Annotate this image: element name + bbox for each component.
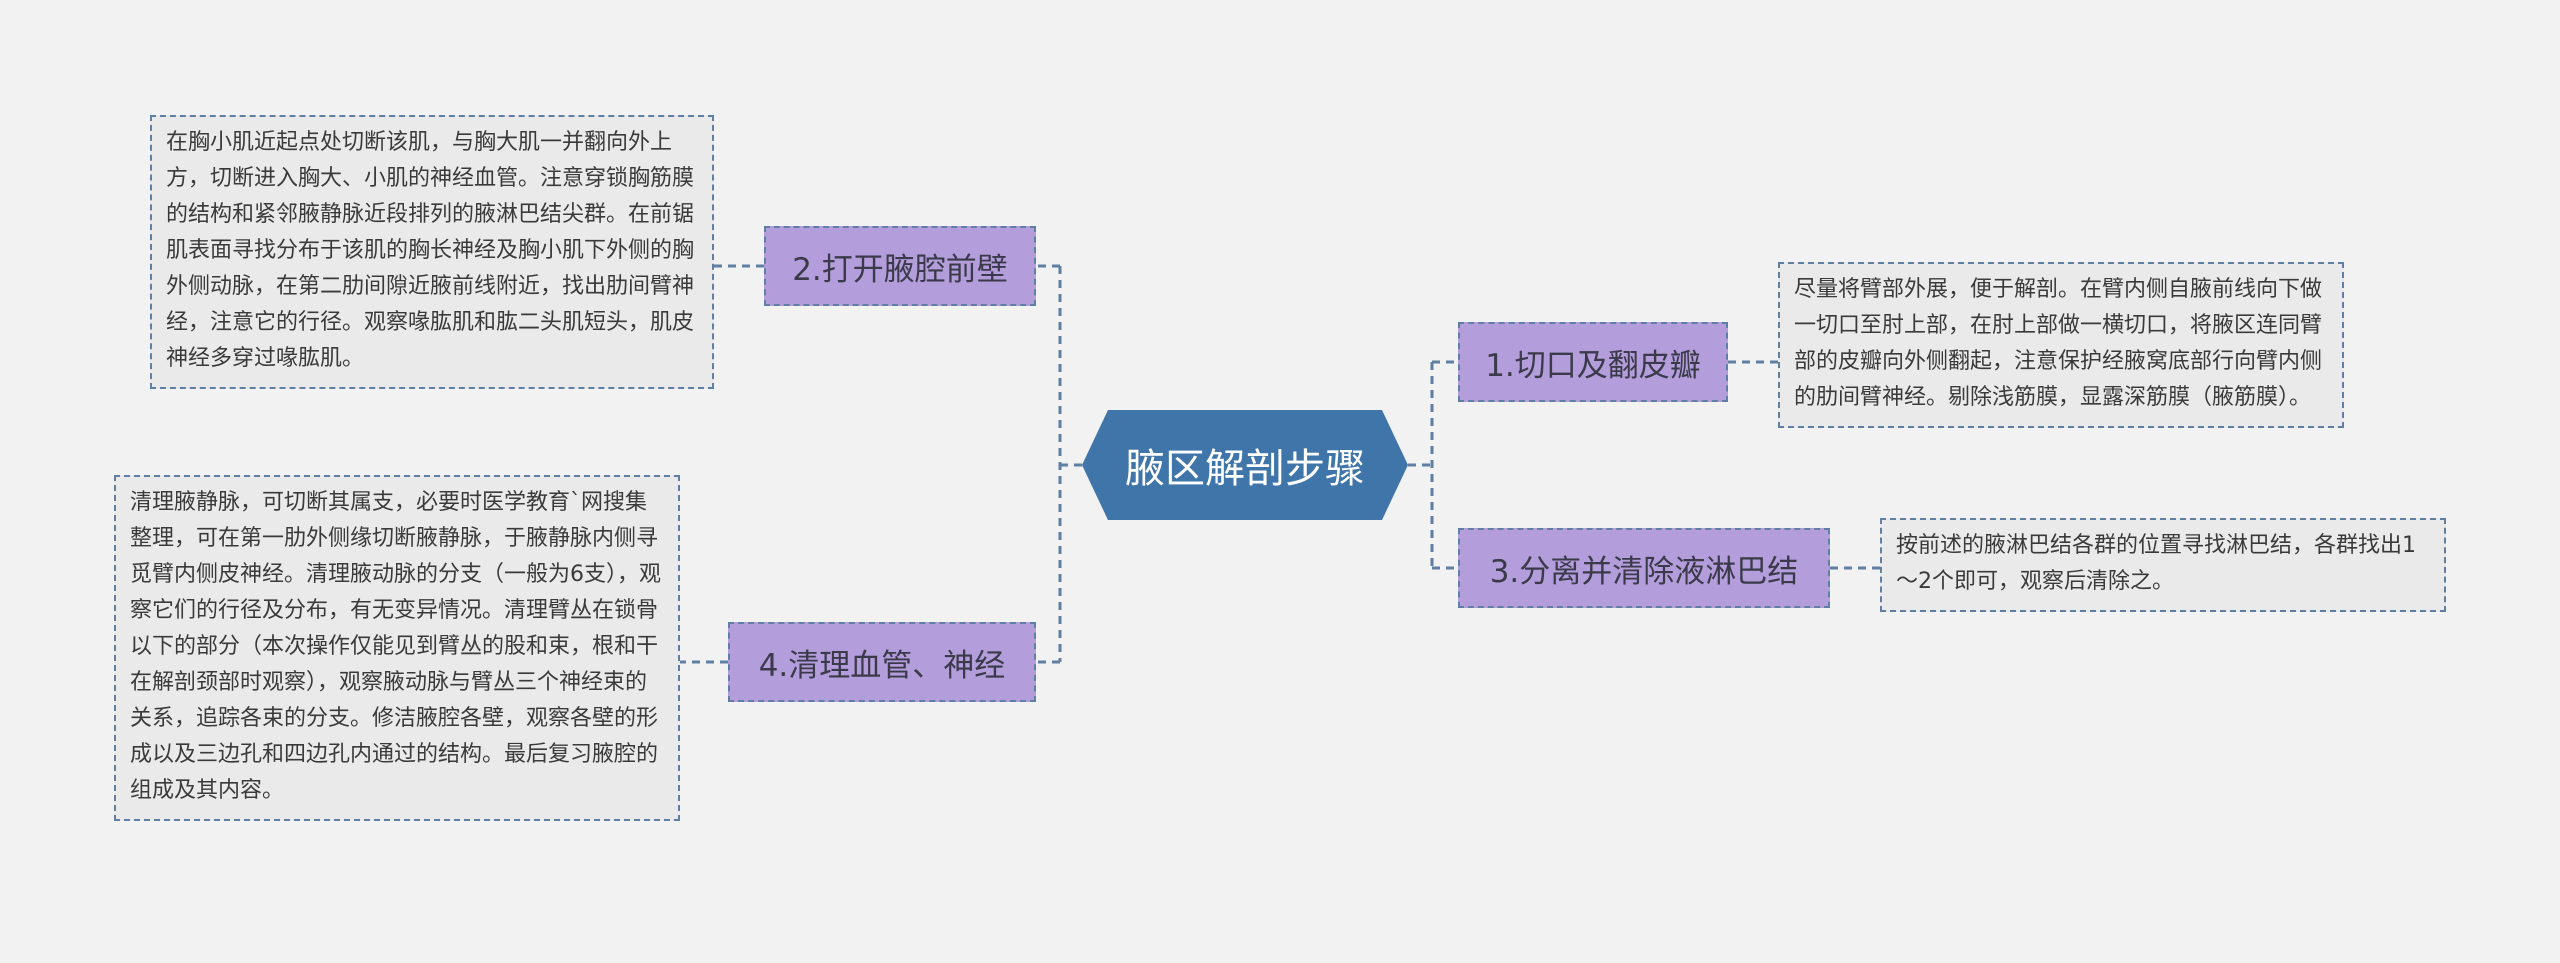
note-2-open-anterior-wall: 在胸小肌近起点处切断该肌，与胸大肌一并翻向外上方，切断进入胸大、小肌的神经血管。… bbox=[150, 115, 714, 389]
note-1-incision: 尽量将臂部外展，便于解剖。在臂内侧自腋前线向下做一切口至肘上部，在肘上部做一横切… bbox=[1778, 262, 2344, 428]
note-text: 按前述的腋淋巴结各群的位置寻找淋巴结，各群找出1～2个即可，观察后清除之。 bbox=[1896, 533, 2416, 594]
topic-2-open-anterior-wall[interactable]: 2.打开腋腔前壁 bbox=[764, 226, 1036, 306]
topic-label: 1.切口及翻皮瓣 bbox=[1485, 347, 1701, 384]
root-topic[interactable]: 腋区解剖步骤 bbox=[1082, 410, 1408, 520]
note-3-lymph-nodes: 按前述的腋淋巴结各群的位置寻找淋巴结，各群找出1～2个即可，观察后清除之。 bbox=[1880, 518, 2446, 612]
root-topic-label: 腋区解剖步骤 bbox=[1125, 446, 1365, 492]
topic-4-vessels-nerves[interactable]: 4.清理血管、神经 bbox=[728, 622, 1036, 702]
note-text: 在胸小肌近起点处切断该肌，与胸大肌一并翻向外上方，切断进入胸大、小肌的神经血管。… bbox=[166, 130, 695, 371]
connector-root-left bbox=[1036, 264, 1082, 664]
topic-label: 2.打开腋腔前壁 bbox=[792, 251, 1008, 288]
topic-label: 4.清理血管、神经 bbox=[758, 647, 1006, 684]
connector-root-right bbox=[1408, 360, 1458, 570]
topic-3-lymph-nodes[interactable]: 3.分离并清除液淋巴结 bbox=[1458, 528, 1830, 608]
topic-label: 3.分离并清除液淋巴结 bbox=[1489, 553, 1799, 590]
note-4-vessels-nerves: 清理腋静脉，可切断其属支，必要时医学教育`网搜集整理，可在第一肋外侧缘切断腋静脉… bbox=[114, 475, 680, 821]
topic-1-incision[interactable]: 1.切口及翻皮瓣 bbox=[1458, 322, 1728, 402]
note-text: 清理腋静脉，可切断其属支，必要时医学教育`网搜集整理，可在第一肋外侧缘切断腋静脉… bbox=[130, 490, 661, 803]
note-text: 尽量将臂部外展，便于解剖。在臂内侧自腋前线向下做一切口至肘上部，在肘上部做一横切… bbox=[1794, 277, 2323, 410]
